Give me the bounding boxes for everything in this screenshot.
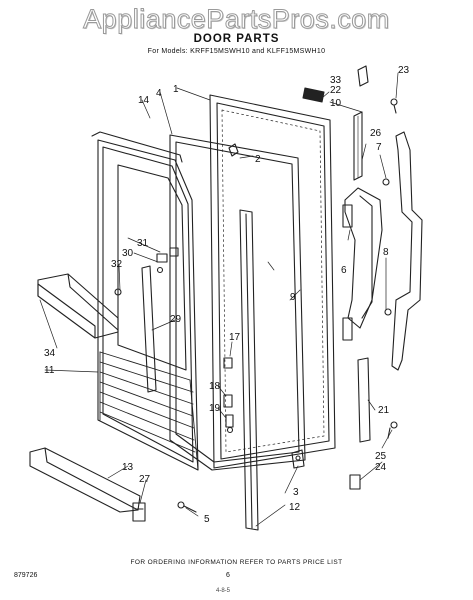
- catalog-number: 879726: [14, 572, 38, 579]
- site-watermark: AppliancePartsPros.com: [83, 4, 390, 35]
- ordering-info-note: FOR ORDERING INFORMATION REFER TO PARTS …: [130, 559, 343, 566]
- callout-4: 4: [156, 88, 162, 99]
- callout-26: 26: [370, 128, 382, 139]
- page-number: 6: [226, 572, 230, 579]
- callout-1: 1: [173, 84, 179, 95]
- callout-5: 5: [204, 514, 210, 525]
- callout-19: 19: [209, 403, 221, 414]
- hinge-pin-3: [291, 449, 305, 469]
- clip-27: [132, 502, 146, 522]
- page-mark: 4-8-5: [216, 588, 231, 594]
- callout-34: 34: [44, 348, 56, 359]
- callout-17: 17: [229, 332, 241, 343]
- callout-25: 25: [375, 451, 387, 462]
- callout-14: 14: [138, 95, 150, 106]
- screw-2: [228, 143, 239, 157]
- callout-6: 6: [341, 265, 347, 276]
- callout-31: 31: [137, 238, 149, 249]
- door-liner: [91, 131, 199, 471]
- callout-9: 9: [290, 292, 296, 303]
- hinge-cap: [302, 65, 369, 103]
- callout-2: 2: [255, 154, 261, 165]
- callout-8: 8: [383, 247, 389, 258]
- handle-trim-strip: [357, 357, 371, 443]
- callout-22: 22: [330, 85, 342, 96]
- callout-12: 12: [289, 502, 301, 513]
- outer-door-panel: [209, 94, 336, 469]
- callout-labels: 1 2 3 4 5 6 7 8 9 10 11 12 13 14 17 18 1…: [44, 65, 410, 525]
- callout-7: 7: [376, 142, 382, 153]
- callout-10: 10: [330, 98, 342, 109]
- door-shelf-bin: [37, 273, 119, 339]
- callout-32: 32: [111, 259, 123, 270]
- door-stop-hardware: [223, 357, 234, 434]
- callout-3: 3: [293, 487, 299, 498]
- callout-24: 24: [375, 462, 387, 473]
- page-title: DOOR PARTS: [193, 33, 280, 45]
- screw-5: [177, 501, 197, 513]
- callout-29: 29: [170, 314, 182, 325]
- callout-18: 18: [209, 381, 221, 392]
- door-handle: [342, 178, 392, 341]
- callout-23: 23: [398, 65, 410, 76]
- top-hinge-bracket: [353, 111, 363, 181]
- handle-bar: [391, 131, 423, 371]
- callout-11: 11: [44, 365, 55, 376]
- bottom-trim-strip: [29, 447, 141, 513]
- model-subtitle: For Models: KRFF15MSWH10 and KLFF15MSWH1…: [147, 48, 326, 55]
- shelf-clips: [114, 247, 179, 296]
- callout-30: 30: [122, 248, 134, 259]
- door-liner-ribs: [99, 351, 199, 471]
- callout-33: 33: [330, 75, 342, 86]
- callout-27: 27: [139, 474, 151, 485]
- callout-leaders: [39, 72, 399, 527]
- breaker-strip: [239, 209, 259, 531]
- screw-23: [390, 98, 398, 114]
- bottom-hinge-parts: [349, 421, 398, 490]
- callout-13: 13: [122, 462, 134, 473]
- shelf-retainer-bar: [141, 265, 157, 393]
- callout-21: 21: [378, 405, 390, 416]
